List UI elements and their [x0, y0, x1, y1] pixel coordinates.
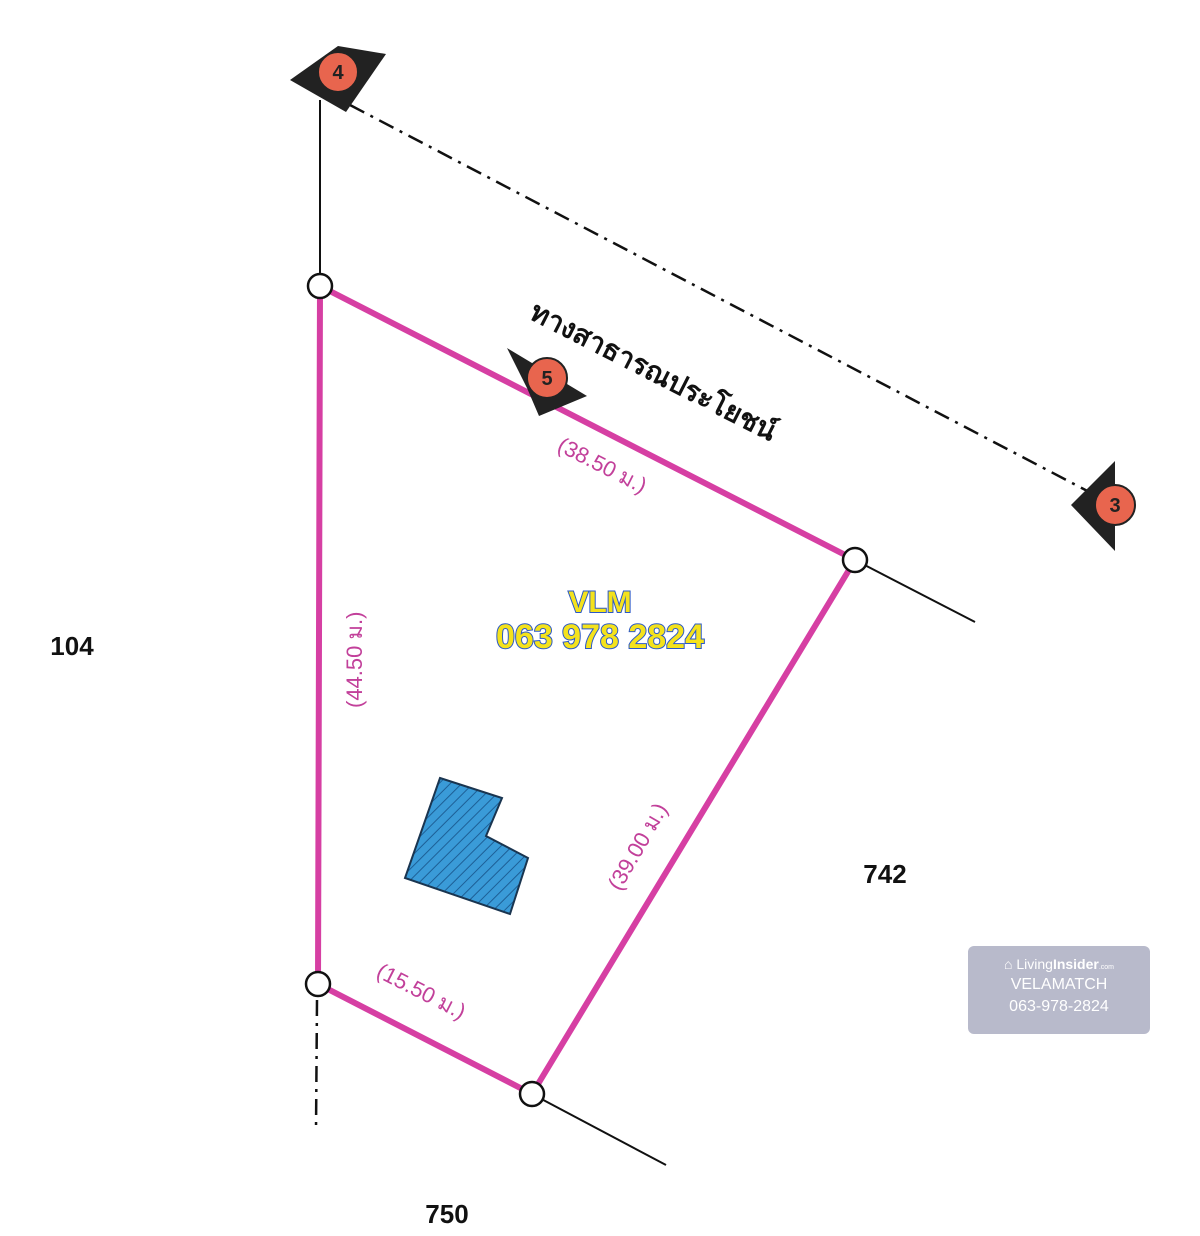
svg-text:3: 3	[1109, 495, 1120, 517]
overlay-name: VLM	[568, 586, 631, 619]
lot-number-south: 750	[425, 1199, 468, 1229]
watermark: ⌂ LivingInsider.com VELAMATCH 063-978-28…	[968, 946, 1150, 1034]
corner-pin	[304, 970, 332, 998]
lot-number-east: 742	[863, 859, 906, 889]
lot-number-west: 104	[50, 631, 94, 661]
house-icon: ⌂	[1003, 956, 1013, 972]
watermark-agent: VELAMATCH	[1010, 976, 1108, 993]
svg-text:4: 4	[332, 62, 344, 84]
dimension-top: (38.50 ม.)	[554, 432, 651, 498]
marker-5: 5	[507, 348, 587, 416]
marker-3: 3	[1071, 461, 1136, 551]
dimension-bottom: (15.50 ม.)	[373, 958, 470, 1024]
watermark-logo: ⌂ LivingInsider.com	[1003, 956, 1115, 972]
dimension-left: (44.50 ม.)	[342, 612, 367, 708]
road-edge-line	[349, 103, 1096, 497]
corner-pin	[518, 1080, 546, 1108]
svg-text:5: 5	[541, 368, 552, 390]
boundary-line-east	[854, 559, 976, 623]
corner-pin	[306, 272, 334, 300]
marker-4: 4	[290, 46, 386, 112]
corner-pin	[841, 546, 869, 574]
boundary-line-south	[531, 1093, 667, 1166]
building-footprint	[403, 776, 530, 916]
boundary-line-southwest	[314, 999, 319, 1131]
watermark-phone: 063-978-2824	[1009, 998, 1109, 1015]
overlay-phone: 063 978 2824	[496, 618, 704, 656]
